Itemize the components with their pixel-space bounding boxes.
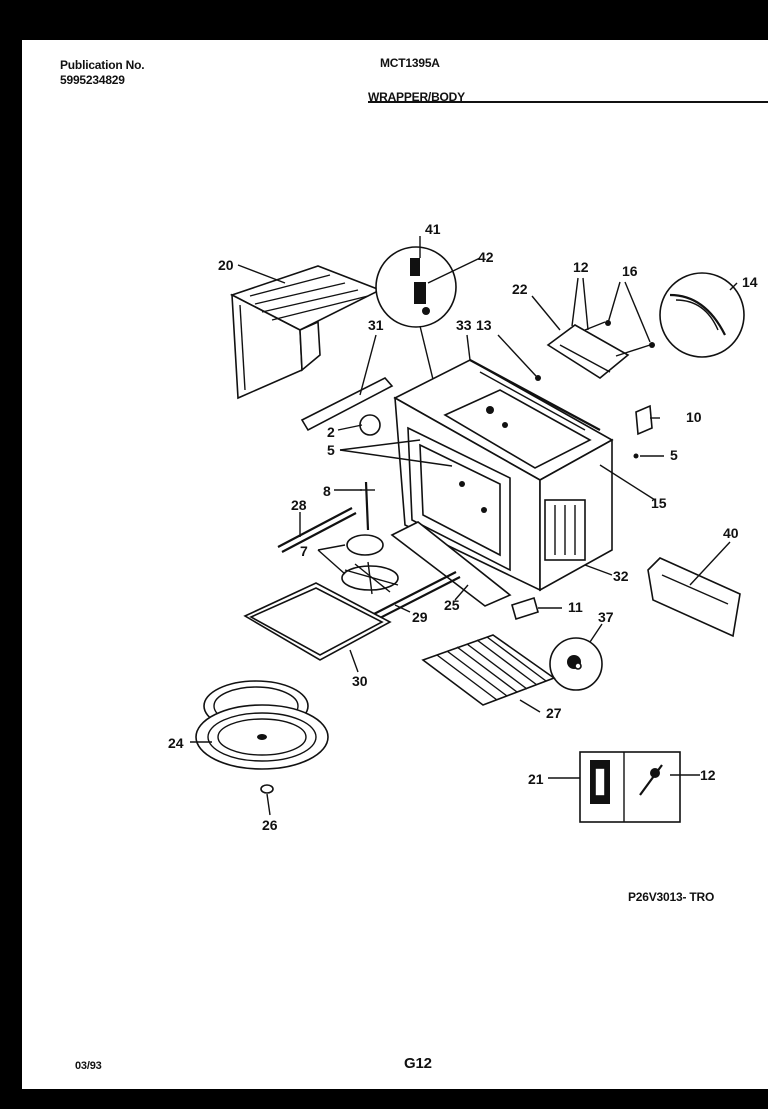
callout-13: 13	[476, 317, 492, 333]
callout-11: 11	[568, 599, 583, 615]
part-28-rod	[277, 507, 357, 553]
part-37-detail-circle	[549, 637, 603, 691]
part-8-shaft	[360, 481, 375, 531]
publication-number: 5995234829	[60, 73, 125, 87]
callout-31: 31	[368, 317, 384, 333]
callout-28: 28	[291, 497, 307, 513]
callout-12-box: 12	[700, 767, 716, 783]
part-26-coupler	[260, 784, 274, 794]
parts-diagram-sheet	[22, 40, 768, 1089]
leader-lines	[190, 236, 738, 816]
callout-29: 29	[412, 609, 428, 625]
part-7-stirrer	[341, 534, 399, 595]
part-27-rack	[421, 634, 556, 706]
callout-27: 27	[546, 705, 562, 721]
callout-33: 33	[456, 317, 472, 333]
cabinet-body	[393, 359, 614, 592]
footer-date: 03/93	[75, 1060, 102, 1072]
callout-2: 2	[327, 424, 335, 440]
part-30-tray	[243, 582, 392, 661]
callout-24: 24	[168, 735, 184, 751]
part-11-vent	[511, 596, 539, 621]
part-14-detail-circle	[659, 272, 745, 358]
callout-8: 8	[323, 483, 331, 499]
callout-10: 10	[686, 409, 702, 425]
callout-37: 37	[598, 609, 614, 625]
callout-12: 12	[573, 259, 589, 275]
callout-25: 25	[444, 597, 460, 613]
part-31-bracket	[300, 377, 394, 432]
page-number: G12	[404, 1055, 432, 1072]
callout-15: 15	[651, 495, 667, 511]
header-rule	[368, 101, 768, 103]
part-21-12-box	[579, 751, 681, 823]
part-25-bottom-rail	[371, 521, 512, 621]
callout-20: 20	[218, 257, 234, 273]
part-10-plate	[635, 404, 653, 436]
callout-42: 42	[478, 249, 494, 265]
part-13-screw	[535, 375, 541, 381]
callout-7: 7	[300, 543, 308, 559]
callout-14: 14	[742, 274, 758, 290]
callout-41: 41	[425, 221, 441, 237]
callout-32: 32	[613, 568, 629, 584]
callout-22: 22	[512, 281, 528, 297]
model-number: MCT1395A	[380, 56, 440, 70]
section-title: WRAPPER/BODY	[368, 90, 465, 104]
reference-code: P26V3013- TRO	[628, 890, 715, 904]
publication-label: Publication No.	[60, 58, 145, 72]
callout-5-left: 5	[327, 442, 335, 458]
callout-40: 40	[723, 525, 739, 541]
part-5-screw	[633, 453, 639, 459]
part-41-42-detail-circle	[375, 246, 458, 479]
part-40-panel	[647, 557, 741, 638]
part-22-fan-assembly	[546, 320, 655, 379]
part-2-grommet	[359, 414, 381, 436]
part-24-turntable	[195, 680, 329, 770]
part-20-wrapper-top	[229, 265, 382, 400]
callout-21: 21	[528, 771, 544, 787]
callout-26: 26	[262, 817, 278, 833]
callout-5-right: 5	[670, 447, 678, 463]
callout-30: 30	[352, 673, 368, 689]
callout-labels: 41 42 20 12 16 14 22 31 33 13 10 2 5 5 1…	[168, 221, 758, 833]
callout-16: 16	[622, 263, 638, 279]
